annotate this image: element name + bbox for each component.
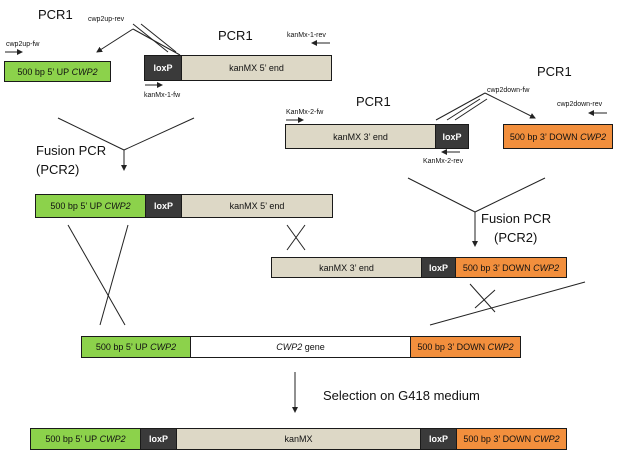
- segment-kanmx-3-end: kanMX 3’ end: [271, 257, 422, 278]
- cwp2down-fw-arrow: [484, 92, 536, 119]
- segment-upstream: 500 bp 5’ UP CWP2: [81, 336, 191, 358]
- fusion-pcr-label-right: Fusion PCR: [481, 211, 552, 226]
- segment-downstream: 500 bp 3’ DOWN CWP2: [455, 257, 567, 278]
- primer-kanmx2-rev: KanMx-2-rev: [423, 158, 464, 165]
- primer-cwp2up-rev: cwp2up-rev: [88, 16, 125, 23]
- segment-downstream: 500 bp 3’ DOWN CWP2: [456, 428, 567, 450]
- pcr1-label-down: PCR1: [537, 64, 572, 79]
- segment-upstream: 500 bp 5’ UP CWP2: [35, 194, 146, 218]
- segment-loxp: loxP: [144, 55, 182, 81]
- segment-upstream: 500 bp 5’ UP CWP2: [4, 61, 111, 82]
- pcr2-label-left: (PCR2): [36, 162, 80, 177]
- primer-cwp2up-fw: cwp2up-fw: [6, 41, 40, 48]
- primer-cwp2down-rev: cwp2down-rev: [557, 101, 603, 108]
- segment-downstream: 500 bp 3’ DOWN CWP2: [410, 336, 521, 358]
- segment-loxp: loxP: [140, 428, 177, 450]
- segment-loxp: loxP: [421, 257, 456, 278]
- pcr1-label-kan3: PCR1: [356, 94, 391, 109]
- segment-loxp: loxP: [420, 428, 457, 450]
- pcr1-label-kan5: PCR1: [218, 28, 253, 43]
- segment-loxp: loxP: [145, 194, 182, 218]
- segment-kanmx-3-end: kanMX 3’ end: [285, 124, 436, 149]
- pcr1-label-up: PCR1: [38, 7, 73, 22]
- selection-label: Selection on G418 medium: [323, 388, 480, 403]
- segment-cwp2-gene: CWP2 gene: [190, 336, 411, 358]
- segment-kanmx: kanMX: [176, 428, 421, 450]
- pcr2-label-right: (PCR2): [494, 230, 538, 245]
- segment-upstream: 500 bp 5’ UP CWP2: [30, 428, 141, 450]
- segment-loxp: loxP: [435, 124, 469, 149]
- cwp2up-rev-arrow: [96, 28, 134, 53]
- primer-kanmx1-rev: kanMx-1-rev: [287, 32, 326, 39]
- segment-downstream: 500 bp 3’ DOWN CWP2: [503, 124, 613, 149]
- primer-kanmx2-fw: KanMx-2-fw: [286, 109, 324, 116]
- fusion-pcr-label-left: Fusion PCR: [36, 143, 107, 158]
- segment-kanmx-5-end: kanMX 5’ end: [181, 55, 332, 81]
- primer-cwp2down-fw: cwp2down-fw: [487, 87, 530, 94]
- segment-kanmx-5-end: kanMX 5’ end: [181, 194, 333, 218]
- primer-kanmx1-fw: kanMx-1-fw: [144, 92, 181, 99]
